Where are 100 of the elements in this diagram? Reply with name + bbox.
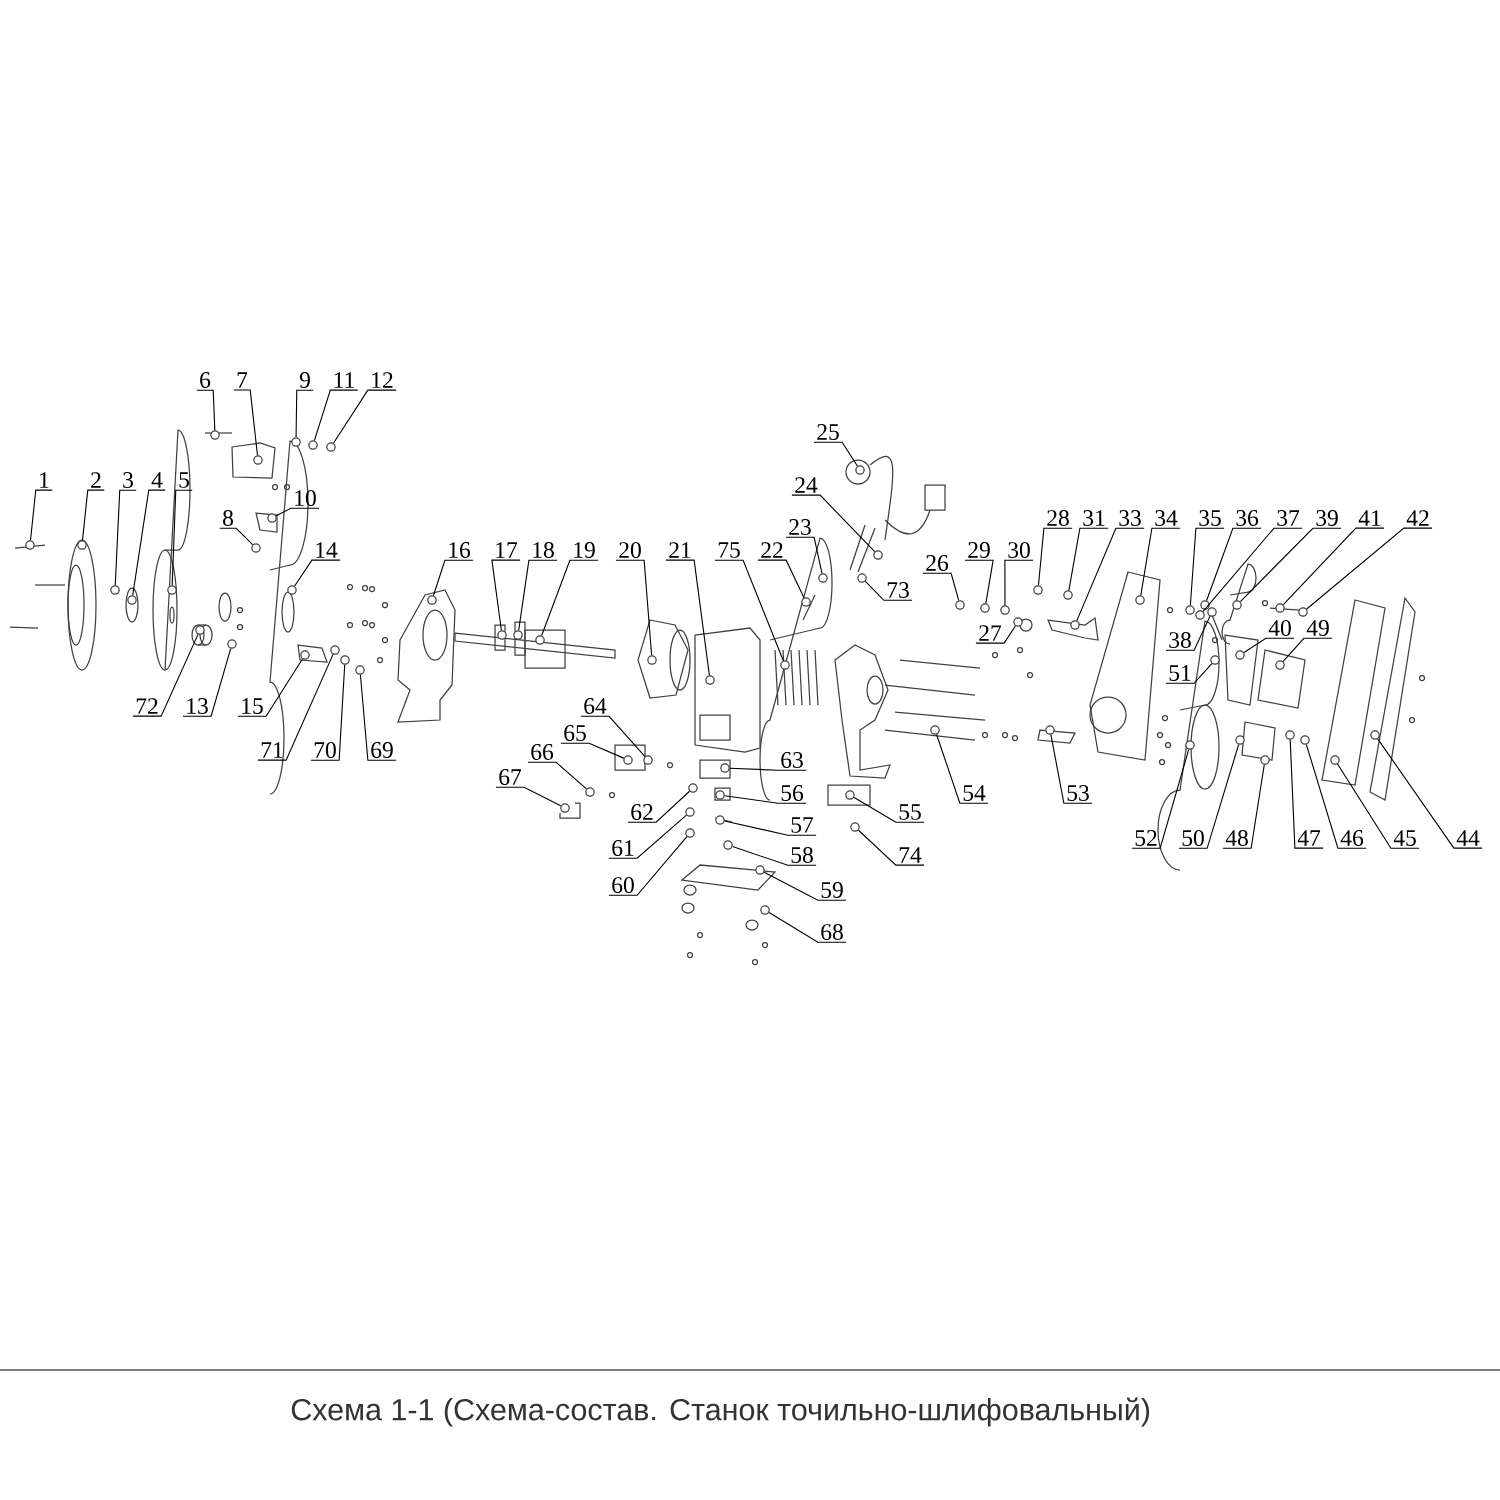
callout-number: 69 bbox=[371, 742, 393, 758]
small-part bbox=[818, 573, 828, 583]
callout-number: 20 bbox=[619, 542, 641, 558]
leader-line bbox=[432, 559, 474, 596]
small-part bbox=[1013, 617, 1023, 627]
small-part bbox=[1275, 603, 1285, 613]
small-part bbox=[1285, 730, 1295, 740]
small-part bbox=[355, 665, 365, 675]
leader-line bbox=[275, 507, 320, 517]
leader-line bbox=[182, 648, 232, 717]
callout-number: 4 bbox=[151, 472, 163, 488]
small-part bbox=[560, 803, 570, 813]
callout-number: 14 bbox=[316, 542, 338, 558]
small-part bbox=[643, 755, 653, 765]
small-part bbox=[755, 865, 765, 875]
callout-number: 31 bbox=[1083, 510, 1105, 526]
small-part bbox=[210, 430, 220, 440]
small-part bbox=[623, 755, 633, 765]
small-part bbox=[685, 807, 695, 817]
small-part bbox=[1207, 607, 1217, 617]
callout-number: 5 bbox=[179, 472, 189, 488]
leader-line bbox=[1282, 637, 1333, 662]
leader-line bbox=[1305, 744, 1367, 849]
small-part bbox=[980, 603, 990, 613]
leader-line bbox=[791, 494, 876, 553]
small-part bbox=[1300, 735, 1310, 745]
leader-line bbox=[527, 761, 587, 790]
callout-number: 13 bbox=[187, 698, 208, 714]
leader-line bbox=[295, 389, 314, 438]
small-part bbox=[253, 455, 263, 465]
leader-line bbox=[257, 653, 334, 761]
callout-number: 72 bbox=[136, 698, 158, 714]
small-part bbox=[1070, 620, 1080, 630]
callout-number: 63 bbox=[781, 752, 803, 768]
leader-line bbox=[922, 572, 960, 601]
callout-number: 73 bbox=[887, 582, 909, 598]
callout-number: 39 bbox=[1316, 510, 1338, 526]
callout-number: 8 bbox=[223, 510, 233, 526]
small-part bbox=[513, 630, 523, 640]
leader-line bbox=[359, 674, 397, 761]
leader-line bbox=[757, 559, 805, 599]
leader-line bbox=[1165, 663, 1213, 684]
leader-line bbox=[864, 580, 913, 601]
callout-number: 53 bbox=[1067, 785, 1089, 801]
small-part bbox=[760, 905, 770, 915]
small-part bbox=[251, 543, 261, 553]
callout-number: 23 bbox=[789, 519, 811, 535]
small-part bbox=[167, 585, 177, 595]
callout-number: 56 bbox=[781, 785, 804, 801]
callout-number: 33 bbox=[1119, 510, 1141, 526]
small-part bbox=[1135, 595, 1145, 605]
callout-number: 47 bbox=[1297, 830, 1321, 846]
callout-number: 24 bbox=[795, 477, 818, 493]
callout-number: 41 bbox=[1358, 510, 1381, 526]
leader-line bbox=[665, 559, 710, 676]
small-part bbox=[25, 540, 35, 550]
leader-line bbox=[768, 911, 847, 943]
callout-number: 3 bbox=[123, 472, 133, 488]
callout-number: 65 bbox=[564, 725, 586, 741]
leader-line bbox=[81, 489, 105, 541]
callout-number: 46 bbox=[1340, 830, 1364, 846]
small-part bbox=[723, 840, 733, 850]
leader-line bbox=[1282, 527, 1385, 606]
callout-number: 21 bbox=[669, 542, 691, 558]
small-part bbox=[1195, 610, 1205, 620]
small-part bbox=[705, 675, 715, 685]
callout-number: 51 bbox=[1169, 665, 1191, 681]
callout-number: 62 bbox=[631, 804, 653, 820]
callout-number: 27 bbox=[979, 625, 1002, 641]
leader-line bbox=[491, 559, 521, 631]
callout-number: 6 bbox=[200, 372, 211, 388]
leader-line bbox=[196, 389, 216, 431]
small-part bbox=[1232, 600, 1242, 610]
callout-number: 68 bbox=[821, 924, 843, 940]
small-part bbox=[326, 442, 336, 452]
small-part bbox=[77, 540, 87, 550]
callout-number: 59 bbox=[821, 882, 843, 898]
callout-number: 17 bbox=[496, 542, 518, 558]
leader-line bbox=[1068, 527, 1109, 591]
leader-line bbox=[333, 389, 397, 444]
leader-line bbox=[541, 559, 599, 637]
leader-line bbox=[1222, 764, 1265, 849]
callout-number: 7 bbox=[237, 372, 248, 388]
leader-line bbox=[1243, 637, 1295, 653]
small-part bbox=[330, 645, 340, 655]
small-part bbox=[1235, 735, 1245, 745]
small-part bbox=[930, 725, 940, 735]
small-part bbox=[427, 595, 437, 605]
small-part bbox=[715, 790, 725, 800]
small-part bbox=[688, 783, 698, 793]
small-part bbox=[227, 639, 237, 649]
leader-line bbox=[313, 389, 359, 441]
callout-number: 10 bbox=[295, 490, 316, 506]
leader-line bbox=[1206, 527, 1262, 602]
leader-line bbox=[495, 786, 562, 807]
leader-line bbox=[714, 559, 784, 662]
leader-line bbox=[237, 658, 303, 717]
leader-line bbox=[233, 389, 259, 456]
small-part bbox=[535, 635, 545, 645]
leader-line bbox=[1289, 739, 1324, 849]
